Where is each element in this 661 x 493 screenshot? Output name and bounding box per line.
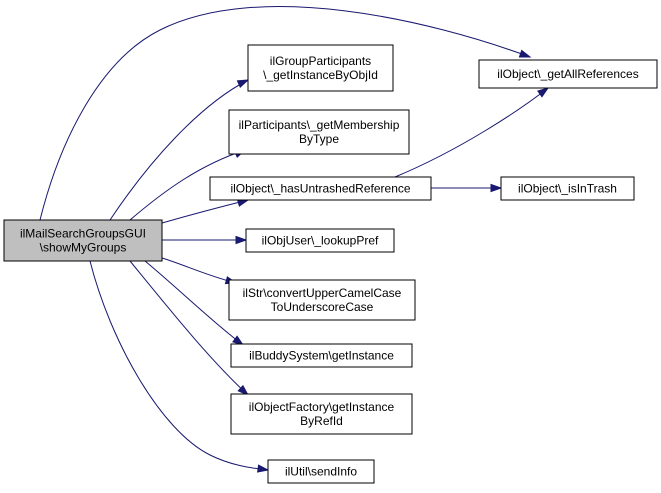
node-label-line: ilObjectFactory\getInstance	[249, 400, 395, 414]
edge-line	[129, 260, 249, 396]
node-label-line: ByRefId	[300, 414, 343, 428]
node-box	[228, 109, 410, 155]
edge-has_untrashed-to-get_all_references	[394, 87, 550, 178]
node-get-all-references[interactable]: ilObject\_getAllReferences	[478, 59, 658, 89]
node-lookup-pref[interactable]: ilObjUser\_lookupPref	[245, 228, 395, 253]
node-label-line: ilGroupParticipants	[270, 54, 371, 68]
node-box	[3, 219, 163, 262]
edges-layer	[39, 6, 550, 473]
edge-has_untrashed-to-is_in_trash	[431, 183, 503, 193]
node-label-line: \showMyGroups	[40, 241, 127, 255]
edge-root-to-util_send_info	[89, 260, 270, 473]
edge-root-to-object_factory	[129, 260, 250, 397]
arrow-head-icon	[257, 464, 270, 473]
node-label-line: ByType	[299, 132, 339, 146]
arrow-head-icon	[237, 384, 250, 397]
node-util-send-info[interactable]: ilUtil\sendInfo	[267, 459, 375, 484]
node-box	[267, 459, 375, 484]
arrow-head-icon	[518, 49, 532, 58]
node-str-convert[interactable]: ilStr\convertUpperCamelCaseToUnderscoreC…	[228, 279, 416, 321]
node-label-line: ToUnderscoreCase	[271, 300, 374, 314]
node-box	[230, 343, 413, 368]
edge-root-to-get_all_references	[39, 6, 532, 221]
node-box	[500, 176, 635, 201]
edge-root-to-str_convert	[161, 257, 238, 285]
node-buddy-system[interactable]: ilBuddySystem\getInstance	[230, 343, 413, 368]
node-label-line: ilParticipants\_getMembership	[239, 118, 400, 132]
edge-line	[89, 260, 269, 471]
node-label-line: ilUtil\sendInfo	[285, 465, 357, 479]
arrow-head-icon	[232, 335, 245, 346]
edge-line	[109, 79, 249, 221]
edge-line	[39, 6, 531, 221]
node-label-line: ilObject\_hasUntrashedReference	[230, 182, 410, 196]
edge-root-to-lookup_pref	[162, 235, 248, 245]
node-is-in-trash[interactable]: ilObject\_isInTrash	[500, 176, 635, 201]
node-box	[209, 176, 432, 201]
node-group-participants[interactable]: ilGroupParticipants\_getInstanceByObjId	[247, 44, 394, 92]
node-box	[478, 59, 658, 89]
node-box	[247, 44, 394, 92]
edge-line	[144, 260, 244, 346]
node-box	[245, 228, 395, 253]
node-box	[228, 279, 416, 321]
node-label-line: ilBuddySystem\getInstance	[249, 349, 394, 363]
node-root[interactable]: ilMailSearchGroupsGUI\showMyGroups	[3, 219, 163, 262]
node-has-untrashed[interactable]: ilObject\_hasUntrashedReference	[209, 176, 432, 201]
node-label-line: \_getInstanceByObjId	[263, 68, 378, 82]
node-label-line: ilMailSearchGroupsGUI	[20, 227, 146, 241]
node-box	[230, 393, 413, 435]
nodes-layer: ilMailSearchGroupsGUI\showMyGroups ilGrou…	[3, 44, 658, 484]
arrow-head-icon	[537, 87, 550, 98]
arrow-head-icon	[235, 235, 248, 245]
node-label-line: ilObject\_getAllReferences	[497, 67, 638, 81]
edge-line	[394, 87, 549, 178]
edge-root-to-group_participants	[109, 79, 250, 221]
node-label-line: ilStr\convertUpperCamelCase	[243, 286, 402, 300]
edge-root-to-buddy_system	[144, 260, 245, 346]
arrow-head-icon	[490, 183, 503, 193]
edge-line	[129, 149, 246, 221]
node-label-line: ilObject\_isInTrash	[518, 182, 617, 196]
node-label-line: ilObjUser\_lookupPref	[262, 234, 379, 248]
edge-root-to-has_untrashed	[161, 198, 250, 224]
edge-line	[161, 199, 249, 224]
arrow-head-icon	[236, 79, 250, 89]
edge-line	[161, 257, 237, 284]
